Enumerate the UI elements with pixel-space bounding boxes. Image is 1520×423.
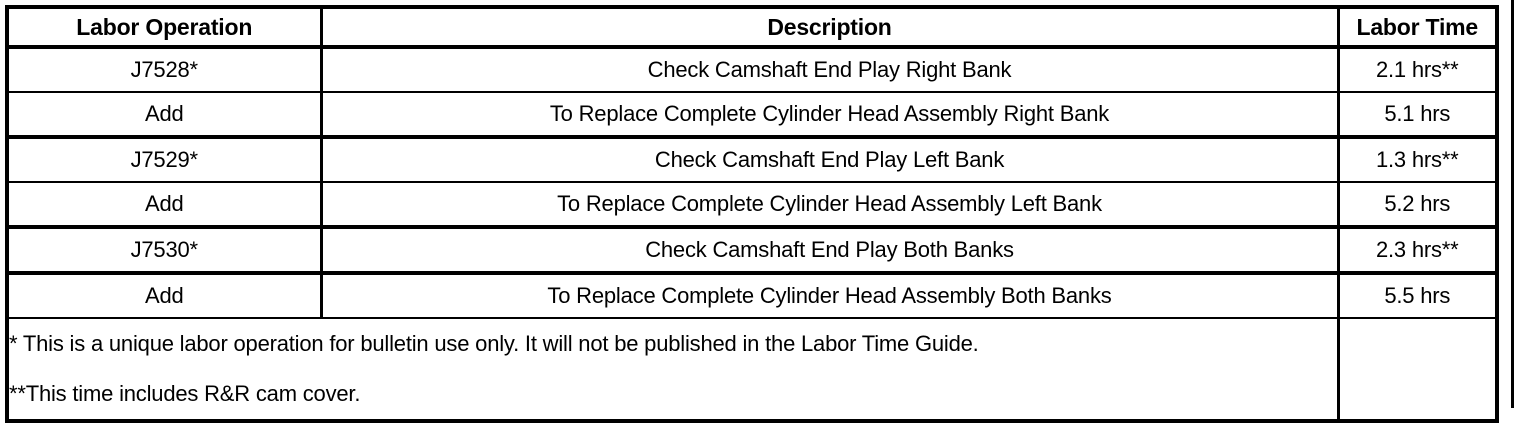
table-row: Add To Replace Complete Cylinder Head As… xyxy=(7,273,1497,319)
labor-operation-table: Labor Operation Description Labor Time J… xyxy=(5,5,1499,423)
cell-description: To Replace Complete Cylinder Head Assemb… xyxy=(321,273,1340,319)
page-margin-rule xyxy=(1511,0,1514,408)
cell-description: To Replace Complete Cylinder Head Assemb… xyxy=(321,182,1340,229)
cell-labor-time: 2.1 hrs** xyxy=(1338,47,1497,93)
cell-labor-time: 2.3 hrs** xyxy=(1338,227,1497,275)
table-footnote-row: * This is a unique labor operation for b… xyxy=(7,318,1497,421)
cell-labor-time: 5.1 hrs xyxy=(1338,92,1497,139)
cell-labor-operation: J7530* xyxy=(7,227,323,275)
column-header-labor-time: Labor Time xyxy=(1338,7,1497,49)
cell-labor-operation: Add xyxy=(7,92,323,139)
cell-labor-time: 1.3 hrs** xyxy=(1338,137,1497,183)
table-row: Add To Replace Complete Cylinder Head As… xyxy=(7,182,1497,229)
cell-labor-time: 5.2 hrs xyxy=(1338,182,1497,229)
cell-labor-operation: Add xyxy=(7,182,323,229)
page-canvas: Labor Operation Description Labor Time J… xyxy=(5,0,1514,423)
cell-labor-time: 5.5 hrs xyxy=(1338,273,1497,319)
footnote-line-asterisk: * This is a unique labor operation for b… xyxy=(9,330,979,356)
footnote-cell: * This is a unique labor operation for b… xyxy=(7,318,1340,421)
cell-labor-operation: Add xyxy=(7,273,323,319)
cell-description: Check Camshaft End Play Right Bank xyxy=(321,47,1340,93)
column-header-labor-operation: Labor Operation xyxy=(7,7,323,49)
footnote-labor-time-cell xyxy=(1338,318,1497,421)
column-header-description: Description xyxy=(321,7,1340,49)
table-row: J7528* Check Camshaft End Play Right Ban… xyxy=(7,47,1497,93)
table-header-row: Labor Operation Description Labor Time xyxy=(7,7,1497,49)
cell-labor-operation: J7529* xyxy=(7,137,323,183)
table-row: J7529* Check Camshaft End Play Left Bank… xyxy=(7,137,1497,183)
table-row: J7530* Check Camshaft End Play Both Bank… xyxy=(7,227,1497,275)
cell-description: To Replace Complete Cylinder Head Assemb… xyxy=(321,92,1340,139)
table-row: Add To Replace Complete Cylinder Head As… xyxy=(7,92,1497,139)
cell-description: Check Camshaft End Play Both Banks xyxy=(321,227,1340,275)
cell-labor-operation: J7528* xyxy=(7,47,323,93)
footnote-spacer xyxy=(9,358,1337,380)
footnote-line-double-asterisk: **This time includes R&R cam cover. xyxy=(9,381,361,406)
cell-description: Check Camshaft End Play Left Bank xyxy=(321,137,1340,183)
